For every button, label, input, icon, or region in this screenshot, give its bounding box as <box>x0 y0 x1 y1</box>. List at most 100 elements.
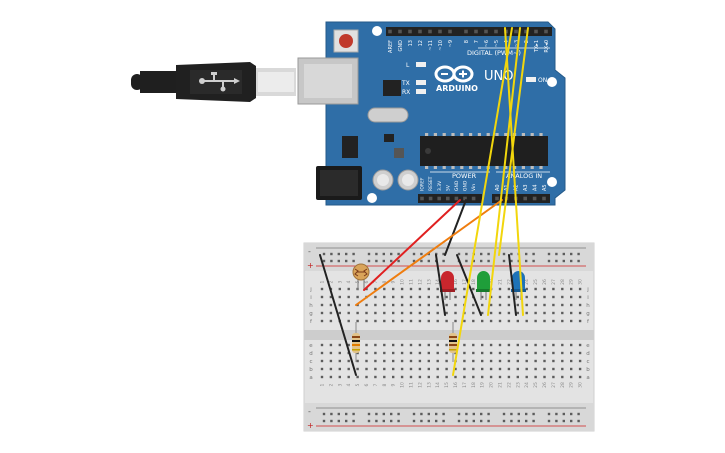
breadboard-hole[interactable] <box>409 367 413 371</box>
breadboard-hole[interactable] <box>570 359 573 363</box>
rail-hole[interactable] <box>487 259 490 263</box>
breadboard-hole[interactable] <box>543 287 546 291</box>
breadboard-hole[interactable] <box>392 343 395 347</box>
power-pin-hole[interactable] <box>420 196 424 201</box>
breadboard-hole[interactable] <box>543 375 546 379</box>
rail-hole[interactable] <box>427 419 430 423</box>
breadboard-hole[interactable] <box>436 287 439 291</box>
digital-pin-hole[interactable] <box>524 29 528 34</box>
red-led[interactable] <box>440 271 455 300</box>
breadboard-hole[interactable] <box>436 351 439 355</box>
rail-hole[interactable] <box>570 252 573 256</box>
breadboard-hole[interactable] <box>320 359 324 363</box>
rail-hole[interactable] <box>510 252 513 256</box>
breadboard-hole[interactable] <box>578 375 582 379</box>
breadboard-hole[interactable] <box>507 351 511 355</box>
ground-wire-led-red[interactable] <box>435 254 446 316</box>
breadboard-hole[interactable] <box>374 295 377 299</box>
rail-hole[interactable] <box>382 412 385 416</box>
breadboard-hole[interactable] <box>436 343 439 347</box>
breadboard-hole[interactable] <box>472 311 475 315</box>
breadboard-hole[interactable] <box>481 359 484 363</box>
breadboard-hole[interactable] <box>463 359 466 363</box>
breadboard-hole[interactable] <box>320 367 324 371</box>
breadboard-hole[interactable] <box>578 303 582 307</box>
breadboard-hole[interactable] <box>436 367 439 371</box>
breadboard-hole[interactable] <box>329 343 333 347</box>
breadboard-hole[interactable] <box>472 367 475 371</box>
breadboard-hole[interactable] <box>525 359 528 363</box>
ground-wire-board[interactable] <box>444 199 467 256</box>
breadboard-hole[interactable] <box>543 359 546 363</box>
breadboard-hole[interactable] <box>445 295 448 299</box>
breadboard-hole[interactable] <box>525 295 528 299</box>
power-pin-hole[interactable] <box>454 196 459 201</box>
breadboard-hole[interactable] <box>525 319 528 323</box>
rail-hole[interactable] <box>532 419 535 423</box>
rail-hole[interactable] <box>442 252 445 256</box>
breadboard-hole[interactable] <box>552 351 555 355</box>
analog-pin-hole[interactable] <box>532 196 537 201</box>
rail-hole[interactable] <box>555 419 558 423</box>
breadboard-hole[interactable] <box>356 351 359 355</box>
rail-hole[interactable] <box>547 252 551 256</box>
breadboard-hole[interactable] <box>409 287 413 291</box>
breadboard-hole[interactable] <box>400 303 404 307</box>
breadboard-hole[interactable] <box>489 295 493 299</box>
breadboard-hole[interactable] <box>570 311 573 315</box>
resistor-1[interactable] <box>352 322 360 362</box>
rail-hole[interactable] <box>525 259 528 263</box>
rail-hole[interactable] <box>547 259 551 263</box>
breadboard-hole[interactable] <box>570 343 573 347</box>
rail-hole[interactable] <box>547 419 551 423</box>
power-pin-hole[interactable] <box>428 196 433 201</box>
rail-hole[interactable] <box>532 412 535 416</box>
rail-hole[interactable] <box>435 412 438 416</box>
breadboard-hole[interactable] <box>347 359 350 363</box>
breadboard-hole[interactable] <box>516 319 519 323</box>
breadboard-hole[interactable] <box>570 351 573 355</box>
rail-hole[interactable] <box>487 252 490 256</box>
rail-hole[interactable] <box>532 252 535 256</box>
breadboard-hole[interactable] <box>383 351 386 355</box>
breadboard-hole[interactable] <box>427 367 430 371</box>
rail-hole[interactable] <box>525 412 528 416</box>
breadboard-hole[interactable] <box>534 367 537 371</box>
rail-hole[interactable] <box>330 252 333 256</box>
breadboard-hole[interactable] <box>463 343 466 347</box>
breadboard-hole[interactable] <box>481 367 484 371</box>
breadboard-hole[interactable] <box>525 311 528 315</box>
rail-hole[interactable] <box>517 412 520 416</box>
breadboard-hole[interactable] <box>498 359 502 363</box>
breadboard-hole[interactable] <box>534 295 537 299</box>
breadboard-hole[interactable] <box>445 343 448 347</box>
breadboard-hole[interactable] <box>320 287 324 291</box>
breadboard-hole[interactable] <box>356 367 359 371</box>
breadboard-hole[interactable] <box>570 367 573 371</box>
rail-hole[interactable] <box>480 419 483 423</box>
breadboard-hole[interactable] <box>427 295 430 299</box>
rail-hole[interactable] <box>352 412 355 416</box>
breadboard-hole[interactable] <box>374 375 377 379</box>
breadboard-hole[interactable] <box>400 295 404 299</box>
rail-hole[interactable] <box>397 412 400 416</box>
rail-hole[interactable] <box>480 252 483 256</box>
rail-hole[interactable] <box>382 259 385 263</box>
breadboard-hole[interactable] <box>454 303 457 307</box>
breadboard-hole[interactable] <box>454 311 457 315</box>
breadboard-hole[interactable] <box>392 351 395 355</box>
breadboard-hole[interactable] <box>534 351 537 355</box>
breadboard-hole[interactable] <box>436 295 439 299</box>
rail-hole[interactable] <box>487 419 490 423</box>
breadboard-hole[interactable] <box>525 375 528 379</box>
breadboard-hole[interactable] <box>561 295 564 299</box>
breadboard-hole[interactable] <box>374 287 377 291</box>
analog-pin-hole[interactable] <box>495 196 499 201</box>
breadboard-hole[interactable] <box>525 303 528 307</box>
breadboard-hole[interactable] <box>463 367 466 371</box>
breadboard-hole[interactable] <box>498 343 502 347</box>
rail-hole[interactable] <box>420 419 423 423</box>
breadboard-hole[interactable] <box>392 311 395 315</box>
breadboard-hole[interactable] <box>552 295 555 299</box>
rail-hole[interactable] <box>457 419 461 423</box>
